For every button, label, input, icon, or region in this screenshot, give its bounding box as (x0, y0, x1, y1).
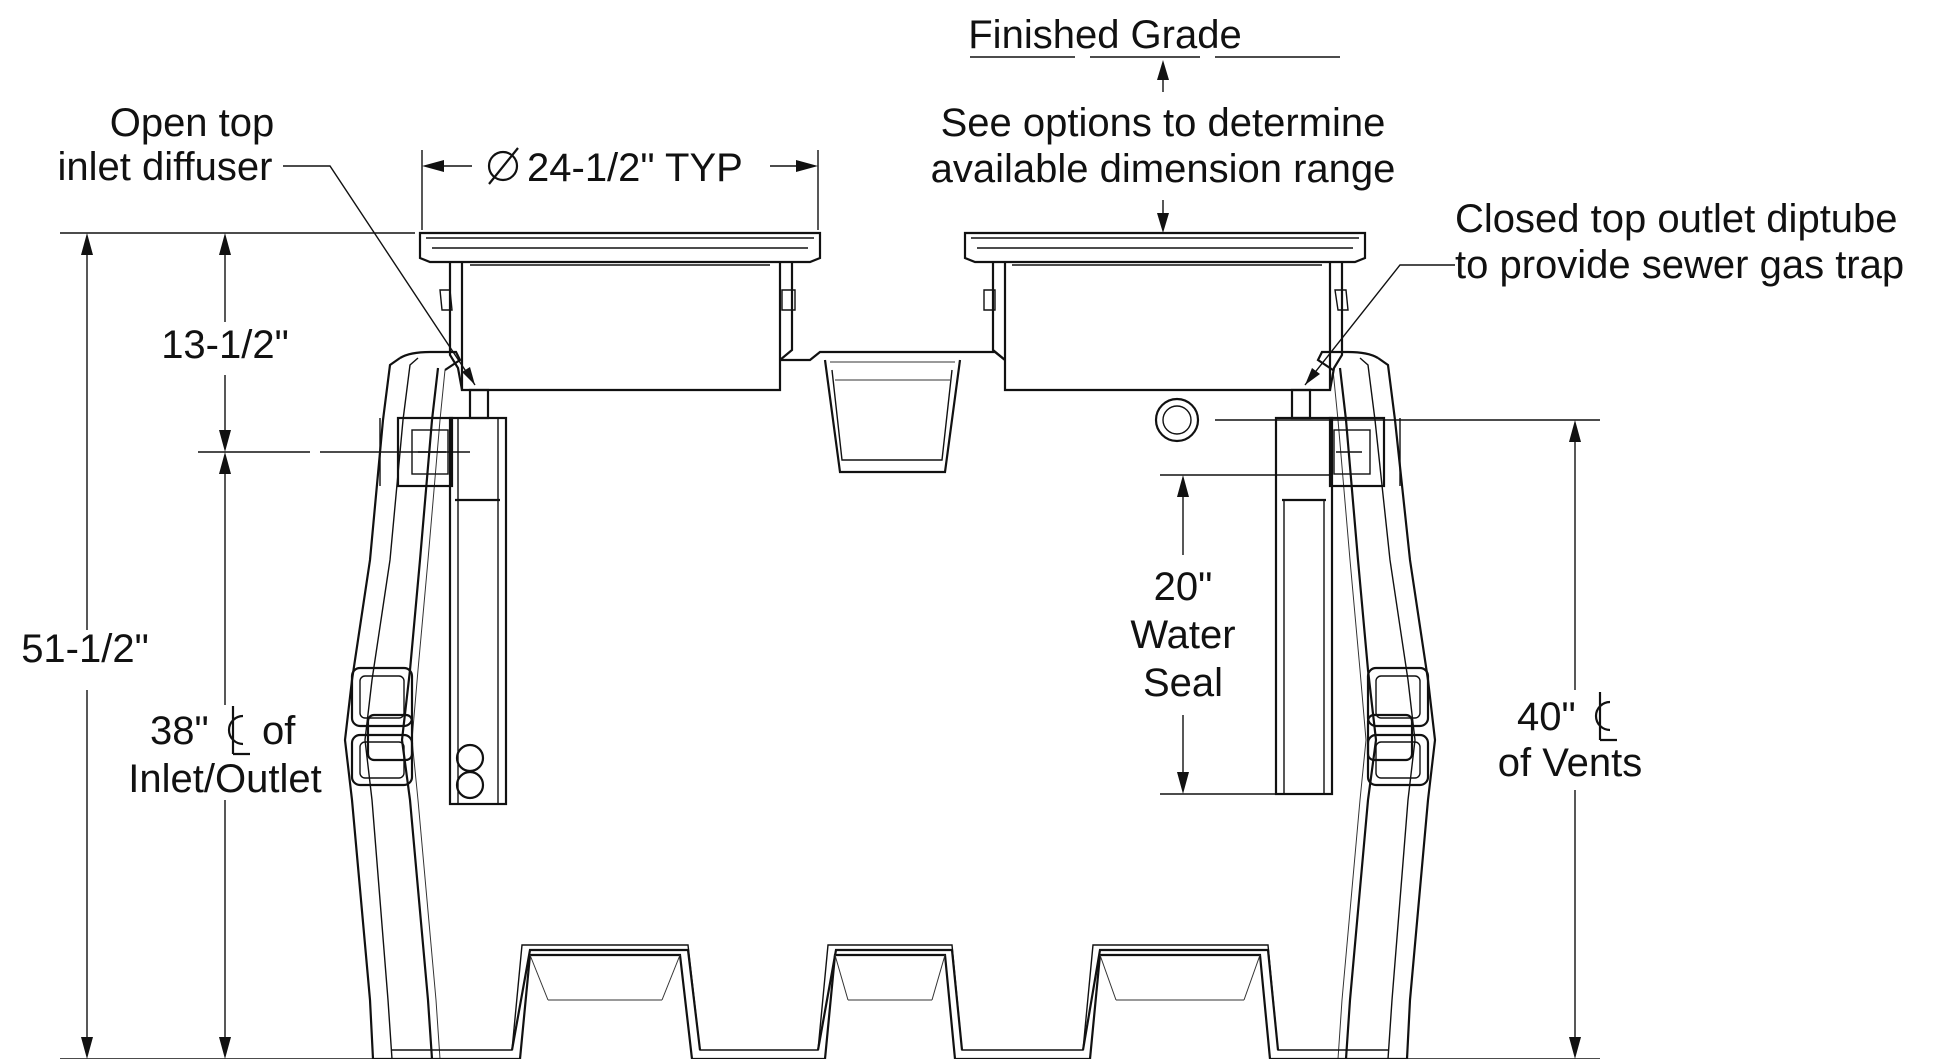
dim-38-label-3: Inlet/Outlet (128, 757, 321, 801)
dim-38-label-2: of (262, 709, 296, 753)
dim-40-label-2: of Vents (1498, 741, 1643, 785)
labels: Finished Grade See options to determine … (21, 13, 1904, 801)
outlet-diptube-label-1: Closed top outlet diptube (1455, 197, 1898, 241)
risers (418, 231, 1367, 474)
dim-20-label-2: Water (1130, 613, 1235, 657)
cover-dimension-label: 24-1/2" TYP (527, 146, 743, 190)
dim-20-label-1: 20" (1154, 565, 1213, 609)
centerline-icon (227, 706, 250, 756)
dim-13-label: 13-1/2" (161, 323, 289, 367)
finished-grade-label: Finished Grade (968, 13, 1241, 57)
centerline-icon-2 (1594, 692, 1617, 742)
see-options-label-1: See options to determine (941, 101, 1386, 145)
dim-51-label: 51-1/2" (21, 627, 149, 671)
diameter-icon (487, 147, 519, 185)
outlet-diptube-label-2: to provide sewer gas trap (1455, 243, 1904, 287)
inlet-diffuser-label-2: inlet diffuser (58, 145, 273, 189)
dim-40-label-1: 40" (1517, 695, 1576, 739)
dim-38-label-1: 38" (150, 709, 209, 753)
outlet-diptube (1154, 388, 1401, 796)
inlet-diffuser-label-1: Open top (110, 101, 275, 145)
vent-icon (1154, 397, 1200, 443)
tank-body (343, 350, 1437, 1059)
see-options-label-2: available dimension range (931, 147, 1396, 191)
dimension-lines (60, 56, 1600, 1059)
dim-20-label-3: Seal (1143, 661, 1223, 705)
